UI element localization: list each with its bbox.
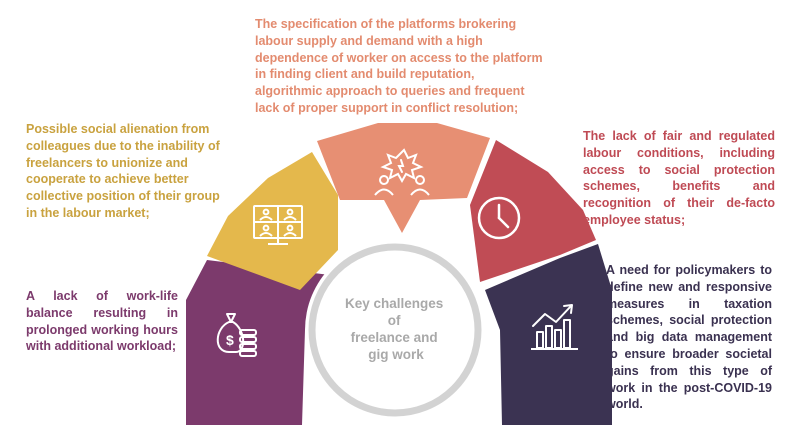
svg-text:$: $ <box>226 332 234 348</box>
growth-chart-icon <box>531 304 578 350</box>
money-bag-coins-icon: $ <box>216 313 257 357</box>
center-label-line-3: freelance and <box>351 330 438 345</box>
challenge-text-alienation: Possible social alienation from colleagu… <box>26 122 220 220</box>
challenge-text-balance: A lack of work-life balance resulting in… <box>26 289 178 354</box>
center-label: Key challenges of freelance and gig work <box>345 296 447 362</box>
video-call-icon <box>253 205 303 245</box>
segment-balance <box>186 260 330 425</box>
challenge-text-conditions: The lack of fair and regulated labour co… <box>583 129 775 227</box>
center-label-line-1: Key challenges <box>345 296 443 311</box>
segment-policy <box>485 244 612 425</box>
center-label-line-2: of <box>388 313 401 328</box>
clock-icon <box>477 196 521 240</box>
center-label-line-4: gig work <box>368 347 424 362</box>
challenge-text-platforms: The specification of the platforms broke… <box>255 17 543 115</box>
conflict-people-icon <box>374 148 430 196</box>
challenge-text-policy: A need for policymakers to define new an… <box>606 263 772 412</box>
center-circle <box>308 243 482 417</box>
segment-conditions <box>470 140 596 282</box>
